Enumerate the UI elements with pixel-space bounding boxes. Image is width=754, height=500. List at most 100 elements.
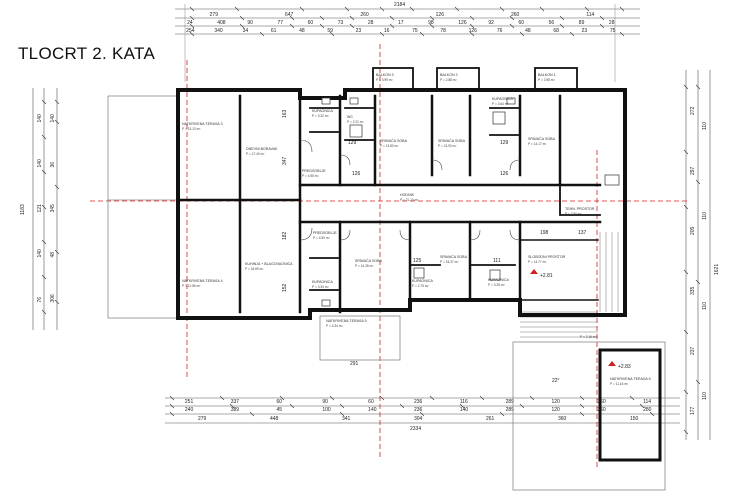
room-area: P = 3.64 m²	[492, 102, 509, 106]
room-area: P = 3.32 m²	[312, 114, 329, 118]
room-area: P = 3.98 m²	[538, 78, 555, 82]
dim-left: 140	[37, 159, 43, 168]
walls	[176, 67, 662, 462]
dim-inner: 198	[540, 230, 549, 236]
room-name: KUPAONICA	[412, 279, 434, 283]
room-name: TEHN. PROSTOR	[565, 207, 595, 211]
stair-steps	[520, 232, 619, 338]
dim-bottom: 360	[597, 407, 606, 413]
room-area: P = 2.21 m²	[347, 120, 364, 124]
room-name: WC	[347, 115, 353, 119]
room-name: KUPAONICA	[312, 109, 334, 113]
dim-top: 76	[497, 28, 503, 34]
dim-top: 24	[187, 20, 193, 26]
level-marks: +2.81 +2.83 22°	[530, 269, 631, 384]
dim-top: 56	[549, 20, 555, 26]
dim-top: 78	[440, 28, 446, 34]
dim-top: 23	[356, 28, 362, 34]
room-area: P = 12.56 m²	[182, 284, 200, 288]
room-name: SPAVAĆA SOBA	[380, 138, 408, 143]
room-area: P = 4.34 m²	[326, 324, 343, 328]
dim-left: 121	[37, 204, 43, 213]
room-name: BALKON 3	[376, 73, 394, 77]
dim-top: 17	[398, 20, 404, 26]
dim-bottom: 251	[185, 399, 194, 405]
room-area: P = 4.95 m²	[302, 174, 319, 178]
dim-inner: 126	[500, 171, 509, 177]
room-area: P = 13.13 m²	[182, 127, 200, 131]
dim-top: 59	[327, 28, 333, 34]
room-name: SPAVAĆA SOBA	[355, 258, 383, 263]
dim-right: 110	[702, 122, 708, 130]
dim-inner: 125	[413, 258, 422, 264]
dim-bottom: 114	[643, 399, 651, 405]
room-name: SLOBODNI PROSTOR	[528, 255, 566, 259]
dim-right: 237	[690, 346, 696, 355]
fixtures	[321, 97, 620, 307]
dim-bottom: 289	[506, 399, 515, 405]
dim-left: 76	[37, 297, 43, 303]
dim-left: 345	[50, 204, 56, 213]
dim-bottom: 140	[368, 407, 377, 413]
room-name: NATKRIVENA TERASA 3	[182, 122, 223, 126]
room-name: SPAVAĆA SOBA	[528, 136, 556, 141]
level-mark-1: +2.81	[540, 273, 553, 279]
dim-bottom: 240	[185, 407, 194, 413]
dim-bottom: 236	[414, 407, 423, 413]
dim-top: 60	[308, 20, 314, 26]
dim-inner: 347	[282, 156, 288, 165]
room-area: P = 3.34 m²	[312, 285, 329, 289]
dim-bottom: 360	[597, 399, 606, 405]
dim-inner: 152	[282, 283, 288, 292]
dim-top: 92	[488, 20, 494, 26]
dim-top: 126	[436, 12, 445, 18]
dim-inner: 137	[578, 230, 587, 236]
room-area: P = 14.28 m²	[355, 264, 373, 268]
dim-left: 36	[50, 162, 56, 168]
dim-top-total: 2184	[394, 2, 405, 8]
dim-bottom: 120	[551, 399, 560, 405]
dim-inner: 291	[350, 361, 359, 367]
dim-right: 110	[702, 392, 708, 400]
room-name: NATKRIVENA TERASA 6	[610, 377, 651, 381]
dim-bottom: 337	[231, 399, 240, 405]
dim-top: 23	[582, 28, 588, 34]
dim-top: 77	[277, 20, 283, 26]
room-area: P = 2.16 m²	[580, 335, 597, 339]
dim-bottom: 100	[322, 407, 331, 413]
dim-top: 68	[553, 28, 559, 34]
room-name: NATKRIVENA TERASA 4	[182, 279, 223, 283]
dim-top: 279	[210, 12, 219, 18]
room-area: P = 14.77 m²	[528, 260, 546, 264]
dim-top: 89	[579, 20, 585, 26]
dim-bottom: 60	[368, 399, 374, 405]
dim-top: 48	[299, 28, 305, 34]
room-area: P = 2.75 m²	[412, 284, 429, 288]
dim-inner: 129	[500, 140, 509, 146]
room-area: P = 18.69 m²	[245, 267, 263, 271]
room-name: NATKRIVENA TERASA 5	[326, 319, 367, 323]
dim-top: 16	[384, 28, 390, 34]
dim-top: 254	[186, 28, 195, 34]
dim-bottom: 261	[486, 416, 495, 422]
dim-top: 73	[338, 20, 344, 26]
room-area: P = 3.99 m²	[376, 78, 393, 82]
dim-left: 140	[37, 249, 43, 258]
dim-right: 110	[702, 302, 708, 310]
room-name: BALKON 2	[440, 73, 458, 77]
dim-inner: 126	[352, 171, 361, 177]
dim-bottom: 236	[414, 399, 423, 405]
room-name: DNEVNI BORAVAK	[246, 147, 278, 151]
dim-top: 340	[214, 28, 223, 34]
dim-bottom: 280	[643, 407, 652, 413]
dim-bottom: 45	[277, 407, 283, 413]
dim-top: 60	[519, 20, 525, 26]
room-area: P = 3.25 m²	[488, 283, 505, 287]
dim-top: 114	[586, 12, 594, 18]
dim-right: 205	[690, 226, 696, 235]
dim-right: 272	[690, 106, 696, 115]
dim-inner: 163	[282, 109, 288, 118]
dim-left: 48	[50, 252, 56, 258]
dimension-lines	[32, 4, 711, 440]
